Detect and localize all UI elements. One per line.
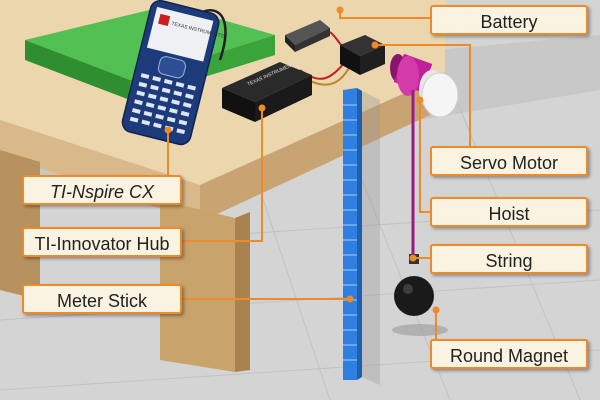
hub-label: TI-Innovator Hub <box>22 227 182 257</box>
round-magnet <box>392 254 448 336</box>
round-magnet-label: Round Magnet <box>430 339 588 369</box>
hoist-spool <box>390 53 459 118</box>
hoist-label: Hoist <box>430 197 588 227</box>
meter-stick <box>343 88 380 385</box>
calculator-label: TI-Nspire CX <box>22 175 182 205</box>
hub-device: TEXAS INSTRUMENTS <box>222 60 312 122</box>
hoist-callout <box>419 100 430 213</box>
calculator-device: TEXAS INSTRUMENTS <box>121 0 225 146</box>
servo-motor-device <box>340 35 385 75</box>
battery-device <box>285 20 330 52</box>
callout-dots <box>164 6 440 314</box>
hub-callout <box>182 108 263 242</box>
servo-motor-label: Servo Motor <box>430 146 588 176</box>
battery-label: Battery <box>430 5 588 35</box>
table-leg-back <box>0 150 40 300</box>
string-label: String <box>430 244 588 274</box>
meter-stick-label: Meter Stick <box>22 284 182 314</box>
